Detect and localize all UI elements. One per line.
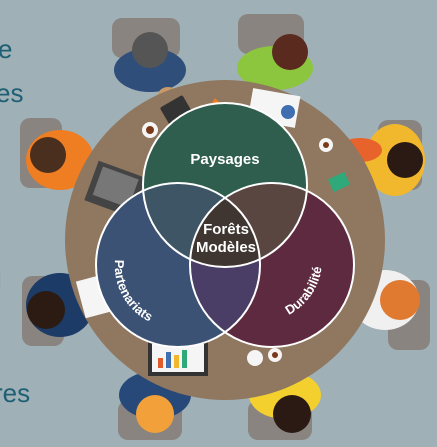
venn-center — [190, 183, 260, 267]
edge-text-2: es — [0, 78, 24, 108]
edge-text-1: e — [0, 34, 13, 64]
venn-diagram: Paysages Forêts Modèles Partenariats Dur… — [95, 102, 355, 348]
people — [26, 32, 425, 433]
venn-center-line-1: Forêts — [203, 221, 249, 238]
edge-text-4: res — [0, 378, 31, 408]
edge-text-3: l — [0, 268, 2, 294]
venn-label-top: Paysages — [190, 151, 259, 168]
venn-center-line-2: Modèles — [196, 239, 256, 256]
